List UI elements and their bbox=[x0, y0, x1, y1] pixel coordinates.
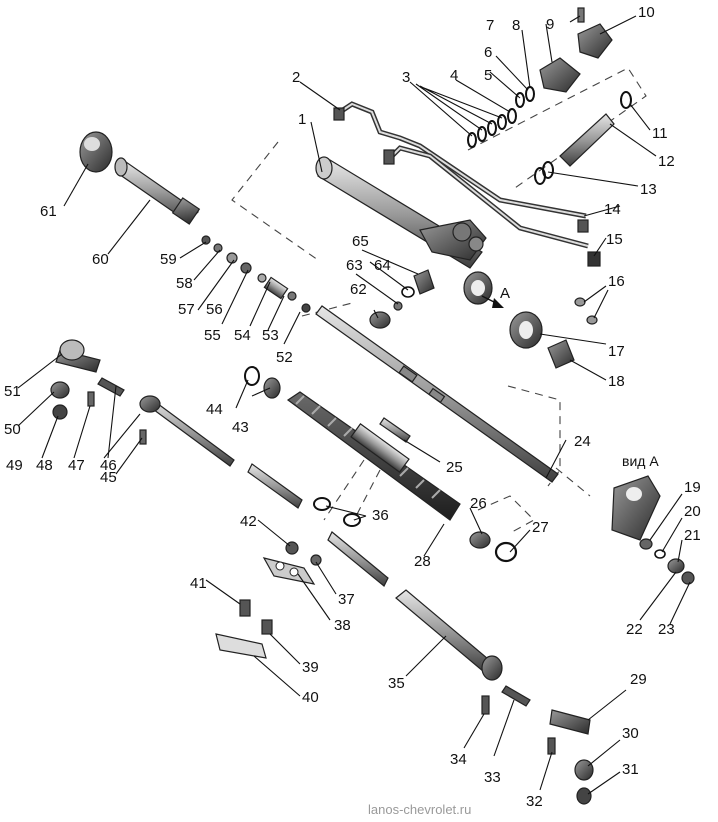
callout-21: 21 bbox=[684, 527, 701, 544]
tube-60 bbox=[114, 157, 201, 225]
view-marker-label: А bbox=[500, 285, 510, 302]
hydraulic-pipes bbox=[333, 101, 601, 267]
callout-39: 39 bbox=[302, 659, 319, 676]
callout-41: 41 bbox=[190, 575, 207, 592]
tie-rod-right bbox=[395, 589, 594, 805]
seal-17-and-18 bbox=[509, 297, 598, 369]
leader-lines bbox=[17, 15, 691, 795]
callout-25: 25 bbox=[446, 459, 463, 476]
callout-20: 20 bbox=[684, 503, 701, 520]
callout-11: 11 bbox=[652, 125, 668, 142]
callout-50: 50 bbox=[4, 421, 21, 438]
callout-23: 23 bbox=[658, 621, 675, 638]
callout-33: 33 bbox=[484, 769, 501, 786]
callout-47: 47 bbox=[68, 457, 85, 474]
callout-46: 46 bbox=[100, 457, 117, 474]
callout-55: 55 bbox=[204, 327, 221, 344]
callout-31: 31 bbox=[622, 761, 639, 778]
view-a-arrow: А bbox=[481, 285, 510, 308]
callout-27: 27 bbox=[532, 519, 549, 536]
view-a-detail bbox=[611, 475, 695, 585]
callout-61: 61 bbox=[40, 203, 57, 220]
callout-8: 8 bbox=[512, 17, 520, 34]
callout-32: 32 bbox=[526, 793, 543, 810]
rack-housing-1 bbox=[315, 156, 493, 305]
callout-60: 60 bbox=[92, 251, 109, 268]
callout-64: 64 bbox=[374, 257, 391, 274]
callout-43: 43 bbox=[232, 419, 249, 436]
callout-1: 1 bbox=[298, 111, 306, 128]
callout-9: 9 bbox=[546, 16, 554, 33]
callout-22: 22 bbox=[626, 621, 643, 638]
callout-59: 59 bbox=[160, 251, 177, 268]
callout-3: 3 bbox=[402, 69, 410, 86]
watermark: lanos-chevrolet.ru bbox=[368, 802, 471, 817]
callout-49: 49 bbox=[6, 457, 23, 474]
callout-40: 40 bbox=[302, 689, 319, 706]
callout-26: 26 bbox=[470, 495, 487, 512]
callout-65: 65 bbox=[352, 233, 369, 250]
callout-42: 42 bbox=[240, 513, 257, 530]
callout-4: 4 bbox=[450, 67, 458, 84]
callout-10: 10 bbox=[638, 4, 655, 21]
callout-35: 35 bbox=[388, 675, 405, 692]
callout-12: 12 bbox=[658, 153, 675, 170]
callout-51: 51 bbox=[4, 383, 21, 400]
bracket-plates bbox=[215, 463, 389, 659]
callout-30: 30 bbox=[622, 725, 639, 742]
callout-36: 36 bbox=[372, 507, 389, 524]
callout-45: 45 bbox=[100, 469, 117, 486]
callout-56: 56 bbox=[206, 301, 223, 318]
callout-54: 54 bbox=[234, 327, 251, 344]
callout-13: 13 bbox=[640, 181, 657, 198]
callout-29: 29 bbox=[630, 671, 647, 688]
callout-63: 63 bbox=[346, 257, 363, 274]
callout-15: 15 bbox=[606, 231, 623, 248]
callout-48: 48 bbox=[36, 457, 53, 474]
callout-17: 17 bbox=[608, 343, 625, 360]
callout-38: 38 bbox=[334, 617, 351, 634]
boot-28 bbox=[244, 366, 461, 521]
callout-62: 62 bbox=[350, 281, 367, 298]
callout-numbers: 1 2 3 4 5 6 7 8 9 10 11 12 13 14 15 16 1… bbox=[4, 4, 701, 810]
view-a-caption: вид А bbox=[622, 453, 659, 469]
callout-2: 2 bbox=[292, 69, 300, 86]
callout-24: 24 bbox=[574, 433, 591, 450]
callout-28: 28 bbox=[414, 553, 431, 570]
callout-7: 7 bbox=[486, 17, 494, 34]
callout-5: 5 bbox=[484, 67, 492, 84]
small-parts-52-59 bbox=[201, 235, 311, 313]
parts-62-65 bbox=[369, 269, 435, 329]
callout-19: 19 bbox=[684, 479, 701, 496]
callout-14: 14 bbox=[604, 201, 621, 218]
callout-44: 44 bbox=[206, 401, 223, 418]
callout-57: 57 bbox=[178, 301, 195, 318]
callout-52: 52 bbox=[276, 349, 293, 366]
callout-18: 18 bbox=[608, 373, 625, 390]
callout-58: 58 bbox=[176, 275, 193, 292]
callout-53: 53 bbox=[262, 327, 279, 344]
rack-bar-24 bbox=[315, 305, 559, 483]
callout-6: 6 bbox=[484, 44, 492, 61]
callout-37: 37 bbox=[338, 591, 355, 608]
callout-34: 34 bbox=[450, 751, 467, 768]
tie-rod-bolt-25 bbox=[313, 417, 518, 563]
callout-16: 16 bbox=[608, 273, 625, 290]
cap-61 bbox=[79, 131, 113, 173]
